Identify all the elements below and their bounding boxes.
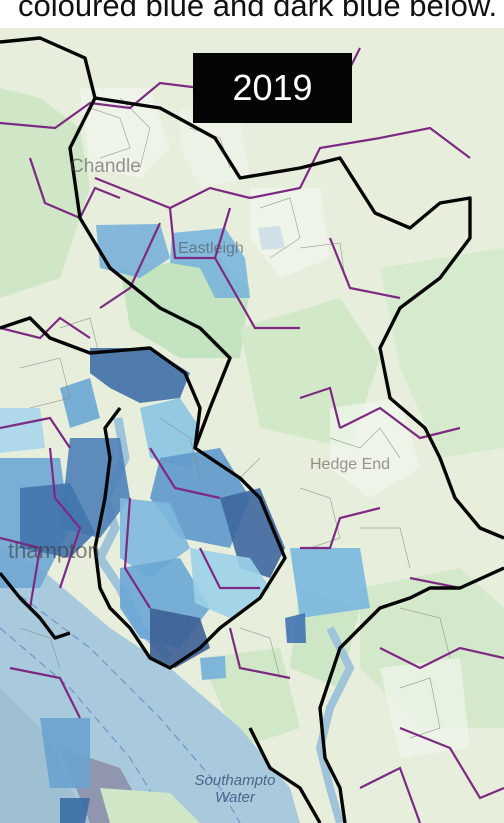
tract-light-blue bbox=[190, 548, 270, 618]
tract-light-blue bbox=[120, 498, 190, 578]
tract-light-blue bbox=[170, 228, 250, 298]
district-boundaries bbox=[0, 36, 504, 823]
map-canvas[interactable] bbox=[0, 28, 504, 823]
tract-pale bbox=[250, 188, 330, 278]
shipping-channel bbox=[9, 587, 241, 823]
caption-strip: coloured blue and dark blue below. bbox=[0, 0, 504, 28]
green-area bbox=[0, 88, 90, 298]
place-label-hedge-end: Hedge End bbox=[310, 456, 391, 473]
river-hamble bbox=[315, 626, 355, 823]
tract-light-blue bbox=[140, 398, 200, 468]
caption-text: coloured blue and dark blue below. bbox=[18, 0, 498, 23]
tract-pale bbox=[330, 398, 420, 498]
water-label-line1: Southampto bbox=[194, 772, 276, 789]
tract-dark-blue bbox=[90, 348, 190, 403]
shore-land bbox=[100, 788, 200, 823]
water-label-southampton-water: Southampto Water bbox=[180, 772, 290, 806]
place-label-eastleigh: Eastleigh bbox=[178, 240, 244, 257]
tract-pale bbox=[380, 658, 470, 758]
tract-mid-blue bbox=[40, 718, 90, 788]
water-label-line2: Water bbox=[215, 789, 255, 806]
place-label-southampton: thampton bbox=[8, 538, 100, 563]
year-badge: 2019 bbox=[193, 53, 352, 123]
place-label-chandlers-ford: Chandle bbox=[70, 156, 141, 177]
shore-water bbox=[0, 688, 90, 823]
tract-dark-blue bbox=[285, 613, 306, 643]
tract-mid-blue bbox=[60, 378, 100, 428]
tract-dark-blue bbox=[60, 798, 90, 823]
tract-light-blue bbox=[200, 656, 226, 680]
shipping-channel bbox=[0, 627, 171, 823]
tract-dark-blue bbox=[220, 488, 285, 578]
tract-light-blue bbox=[290, 548, 370, 618]
tract-light-blue bbox=[96, 224, 170, 278]
map-frame[interactable]: Chandle Eastleigh Hedge End thampton Sou… bbox=[0, 28, 504, 823]
tract-light-blue bbox=[0, 408, 45, 453]
